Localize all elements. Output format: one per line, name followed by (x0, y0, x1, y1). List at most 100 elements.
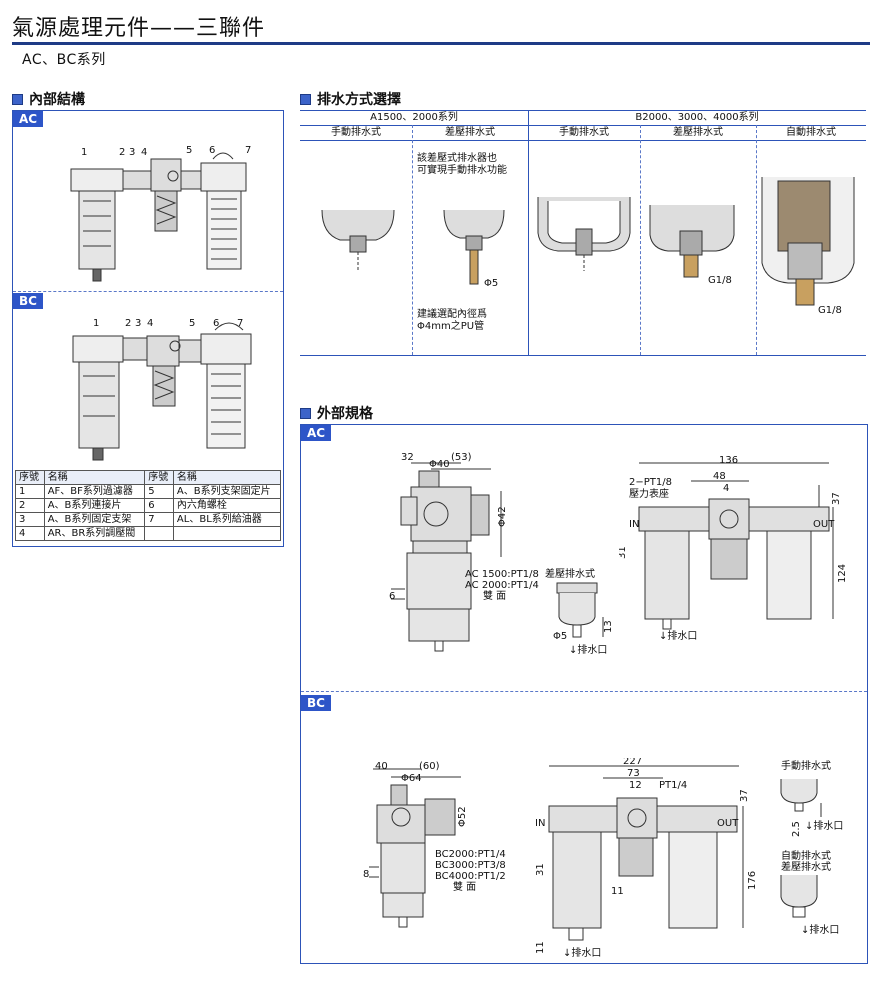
table-row: 3 A、B系列固定支架 7 AL、BL系列給油器 (15, 512, 282, 527)
note-line: 建議選配內徑爲 (417, 309, 487, 320)
cell-name: AF、BF系列過濾器 (43, 484, 146, 499)
gauge-seat-label: 壓力表座 (629, 487, 669, 500)
dim-4: 4 (723, 483, 729, 494)
bc-callout: 2 (125, 318, 131, 329)
dim-48: 48 (713, 471, 726, 482)
drain-col-3: 手動排水式 (559, 127, 609, 138)
dim-phi42: Φ42 (497, 506, 508, 527)
cell-no: 2 (15, 498, 45, 513)
out-label: OUT (717, 818, 739, 829)
section-external-label: 外部規格 (317, 406, 373, 422)
bc-side-view-drawing: 40 (60) Φ64 Φ52 8 BC2000:PT1/4 BC3000:PT… (363, 761, 506, 928)
dim-32: 32 (401, 452, 414, 463)
cell-no: 1 (15, 484, 45, 499)
dim-73: 73 (627, 768, 640, 779)
section-drain-heading: 排水方式選擇 (300, 89, 401, 109)
ac-port-label-2: AC 2000:PT1/4 (465, 580, 539, 591)
bullet-icon (300, 407, 311, 419)
ac-callout: 5 (186, 145, 192, 156)
drain-col-2: 差壓排水式 (445, 127, 495, 138)
bc-callout: 7 (237, 318, 243, 329)
dim-13: 13 (603, 620, 614, 633)
note-line: 該差壓式排水器也 (417, 153, 497, 164)
auto-drain-label: 自動排水式 (781, 849, 831, 862)
in-label: IN (629, 519, 639, 530)
table-row: 2 A、B系列連接片 6 內六角螺栓 (15, 498, 282, 513)
bullet-icon (300, 93, 311, 105)
ac-callout: 3 (129, 147, 135, 158)
page-title: 氣源處理元件——三聯件 (12, 16, 266, 41)
tag-bc-ext: BC (301, 695, 331, 711)
bc-drain-options-drawing: 手動排水式 2.5 ↓排水口 自動排水式 差壓排水式 ↓排水口 (780, 759, 843, 936)
col-no-header: 序號 (144, 470, 174, 485)
g18-label-b: G1/8 (818, 305, 842, 316)
both-sides-label: 雙 面 (453, 880, 476, 893)
drain-outlet-label: ↓排水口 (801, 923, 839, 936)
diff-drain-label: 差壓排水式 (781, 860, 831, 873)
cell-no (144, 526, 174, 541)
ac-diff-drain-drawing: 差壓排水式 Φ5 13 ↓排水口 (545, 567, 614, 656)
diff-drain-b-drawing: G1/8 (649, 205, 735, 286)
dim-31: 31 (619, 546, 628, 559)
table-header-row: 序號 名稱 序號 名稱 (15, 470, 282, 485)
bc-port-label-2: BC3000:PT3/8 (435, 860, 506, 871)
cell-name: A、B系列支架固定片 (172, 484, 282, 499)
col-name-header: 名稱 (172, 470, 282, 485)
ac-front-view-drawing: 136 48 4 2−PT1/8 壓力表座 37 31 124 IN OUT ↓… (619, 455, 848, 642)
parts-table: 序號 名稱 序號 名稱 1 AF、BF系列過濾器 5 A、B系列支架固定片 2 … (15, 470, 282, 541)
dim-53: (53) (451, 452, 472, 463)
tag-ac-ext: AC (301, 425, 332, 441)
dim-136: 136 (719, 455, 738, 466)
ac-callout: 2 (119, 147, 125, 158)
dim-37: 37 (831, 492, 842, 505)
both-sides-label: 雙 面 (483, 589, 506, 602)
bc-port-label-3: BC4000:PT1/2 (435, 871, 506, 882)
cell-no: 7 (144, 512, 174, 527)
divider (528, 111, 529, 355)
divider (301, 691, 867, 692)
bc-callout: 6 (213, 318, 219, 329)
tag-bc: BC (13, 293, 43, 309)
dim-12: 12 (629, 780, 642, 791)
cell-name: AL、BL系列給油器 (172, 512, 282, 527)
dim-176: 176 (747, 871, 758, 890)
dim-40: 40 (375, 761, 388, 772)
g18-label-a: G1/8 (708, 275, 732, 286)
cell-no: 4 (15, 526, 45, 541)
divider (756, 125, 757, 355)
drain-outlet-label: ↓排水口 (659, 629, 697, 642)
note-line: Φ4mm之PU管 (417, 321, 485, 332)
col-name-header: 名稱 (43, 470, 146, 485)
out-label: OUT (813, 519, 835, 530)
manual-drain-a-drawing (321, 209, 395, 272)
cell-name: A、B系列連接片 (43, 498, 146, 513)
table-row: 1 AF、BF系列過濾器 5 A、B系列支架固定片 (15, 484, 282, 499)
dim-phi40: Φ40 (429, 459, 450, 470)
divider (640, 125, 641, 355)
bc-callout: 3 (135, 318, 141, 329)
dim-227: 227 (623, 758, 642, 767)
dim-8: 8 (363, 869, 369, 880)
dim-6: 6 (389, 591, 395, 602)
col-no-header: 序號 (15, 470, 45, 485)
drain-note-bottom: 建議選配內徑爲 Φ4mm之PU管 (417, 309, 487, 333)
bc-callout: 5 (189, 318, 195, 329)
drain-outlet-label: ↓排水口 (805, 819, 843, 832)
section-drain-label: 排水方式選擇 (317, 92, 401, 108)
bc-front-view-drawing: 227 73 12 PT1/4 37 31 176 11 11 IN OUT ↓… (535, 758, 758, 958)
bc-port-label-1: BC2000:PT1/4 (435, 849, 506, 860)
page-subtitle: AC、BC系列 (22, 52, 106, 68)
dim-phi52: Φ52 (457, 806, 468, 827)
cell-name: A、B系列固定支架 (43, 512, 146, 527)
auto-drain-drawing: G1/8 (761, 177, 855, 316)
bc-callout: 4 (147, 318, 153, 329)
drain-col-4: 差壓排水式 (673, 127, 723, 138)
internal-structure-panel: AC 1 2 3 4 5 6 7 BC (12, 110, 284, 547)
section-external-heading: 外部規格 (300, 403, 373, 423)
cell-name: 內六角螺栓 (172, 498, 282, 513)
drain-note-top: 該差壓式排水器也 可實現手動排水功能 (417, 153, 507, 177)
external-spec-panel: AC 32 (53) Φ40 Φ42 6 AC 1500:PT1/8 AC (300, 424, 868, 964)
cell-no: 3 (15, 512, 45, 527)
bc-internal-drawing: 1 2 3 4 5 6 7 (72, 318, 252, 461)
section-internal-heading: 內部結構 (12, 89, 85, 109)
